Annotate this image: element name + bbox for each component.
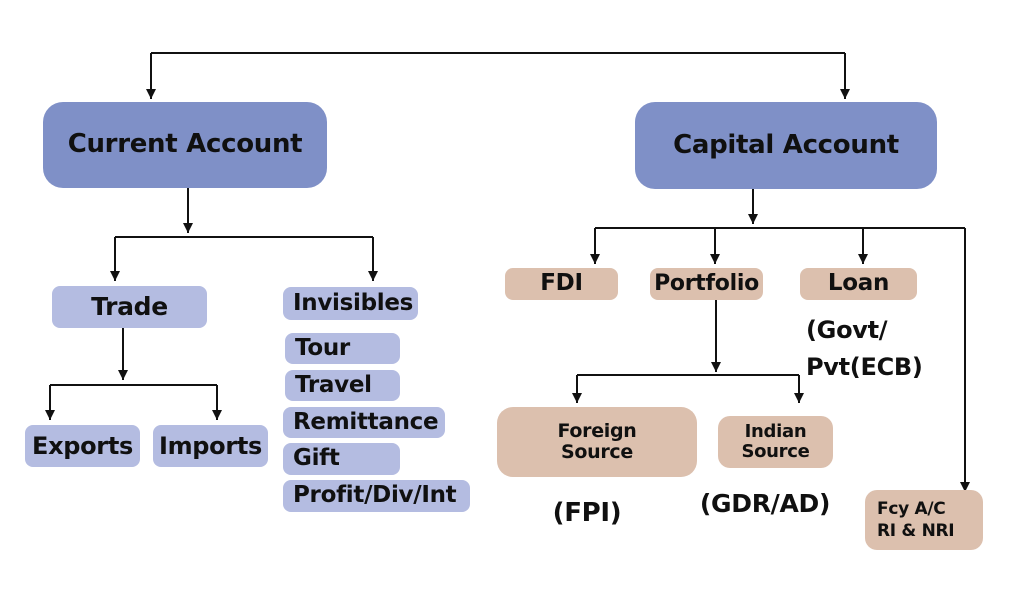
node-exports-label: Exports xyxy=(31,431,134,460)
node-exports: Exports xyxy=(25,425,140,467)
gdr-ad-note: (GDR/AD) xyxy=(699,489,831,518)
loan-note-line1: (Govt/ xyxy=(806,316,888,344)
node-gift: Gift xyxy=(283,443,400,475)
node-current-account-label: Current Account xyxy=(67,129,303,160)
node-invisibles: Invisibles xyxy=(283,287,418,320)
node-foreign-source: Foreign Source xyxy=(497,407,697,477)
node-fcy-account-line2: RI & NRI xyxy=(877,521,955,541)
node-indian-source: Indian Source xyxy=(718,416,833,468)
node-foreign-source-line1: Foreign xyxy=(557,419,637,442)
node-remittance: Remittance xyxy=(283,407,445,438)
node-fdi: FDI xyxy=(505,268,618,300)
node-current-account: Current Account xyxy=(43,102,327,188)
node-invisibles-label: Invisibles xyxy=(293,289,414,316)
node-fcy-account-line1: Fcy A/C xyxy=(877,498,946,519)
node-profit-div-int: Profit/Div/Int xyxy=(283,480,470,512)
node-trade-label: Trade xyxy=(91,292,168,321)
node-remittance-label: Remittance xyxy=(293,408,439,435)
node-loan-label: Loan xyxy=(827,270,890,297)
node-profit-div-int-label: Profit/Div/Int xyxy=(293,482,457,509)
node-foreign-source-line2: Source xyxy=(561,441,633,463)
node-capital-account-label: Capital Account xyxy=(673,129,899,160)
node-imports: Imports xyxy=(153,425,268,467)
loan-note-line2: Pvt(ECB) xyxy=(806,353,923,381)
node-capital-account: Capital Account xyxy=(635,102,937,189)
node-tour-label: Tour xyxy=(295,334,350,361)
fpi-note: (FPI) xyxy=(552,498,622,528)
node-portfolio: Portfolio xyxy=(650,268,763,300)
node-loan: Loan xyxy=(800,268,917,300)
loan-govt-pvt-note: (Govt/ Pvt(ECB) xyxy=(806,312,946,386)
node-travel: Travel xyxy=(285,370,400,401)
node-tour: Tour xyxy=(285,333,400,364)
node-trade: Trade xyxy=(52,286,207,328)
node-indian-source-line1: Indian xyxy=(744,420,807,442)
node-portfolio-label: Portfolio xyxy=(654,270,759,296)
node-travel-label: Travel xyxy=(295,371,372,398)
node-fcy-account: Fcy A/C RI & NRI xyxy=(865,490,983,550)
node-fdi-label: FDI xyxy=(540,270,583,297)
node-indian-source-line2: Source xyxy=(741,441,810,462)
node-gift-label: Gift xyxy=(293,445,340,472)
node-imports-label: Imports xyxy=(158,431,263,460)
